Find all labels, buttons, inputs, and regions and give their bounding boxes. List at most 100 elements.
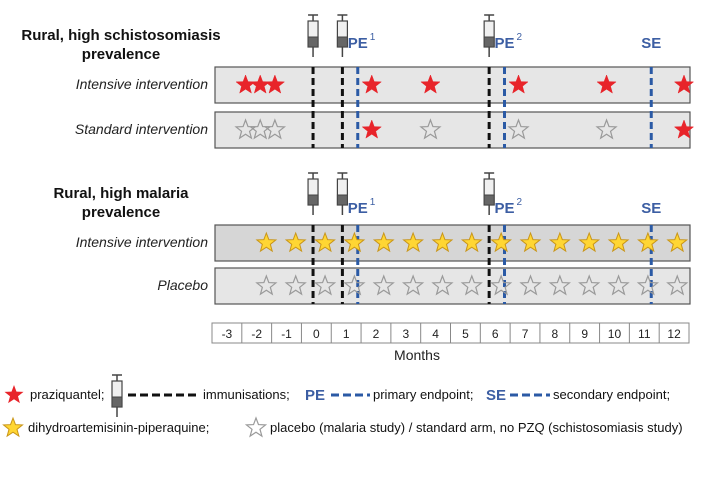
axis-tick-label: 4 (432, 327, 439, 341)
legend-dp-label: dihydroartemisinin-piperaquine; (28, 420, 209, 435)
axis-tick-label: 1 (343, 327, 350, 341)
placebo-star-icon (343, 274, 366, 296)
legend-yellow-star (2, 416, 24, 438)
placebo-star-icon (507, 118, 530, 140)
placebo-star-icon (419, 118, 442, 140)
placebo-star-icon (636, 274, 660, 296)
dp-star-icon (490, 231, 513, 253)
axis-tick-label: 10 (608, 327, 622, 341)
pe2-label: PE (494, 200, 514, 217)
placebo-star-icon (313, 274, 337, 296)
placebo-star-icon (263, 118, 287, 140)
placebo-star-icon (578, 274, 601, 296)
placebo-star-icon (666, 274, 689, 296)
placebo-star-icon (607, 274, 630, 296)
legend-placebo: placebo (malaria study) / standard arm, … (244, 416, 683, 438)
axis-tick-label: 8 (552, 327, 559, 341)
dp-star-icon (519, 231, 542, 253)
placebo-star-icon (401, 274, 425, 296)
dp-star-icon (343, 231, 366, 253)
placebo-star-icon (431, 274, 454, 296)
praziquantel-star-icon (673, 74, 695, 94)
praziquantel-star-icon (508, 74, 529, 94)
placebo-star-icon (548, 274, 571, 296)
pe1-label: PE (348, 35, 368, 52)
pe1-label-sup: 1 (370, 197, 376, 208)
axis-tick-label: -1 (281, 327, 292, 341)
group2-row1-label: Intensive intervention (76, 234, 209, 250)
praziquantel-star-icon (673, 119, 695, 139)
axis-tick-label: 5 (462, 327, 469, 341)
placebo-star-icon (372, 274, 395, 296)
axis-tick-label: 6 (492, 327, 499, 341)
axis-label: Months (394, 347, 440, 363)
placebo-star-icon (284, 274, 307, 296)
dp-star-icon (255, 231, 278, 253)
axis-tick-label: 12 (667, 327, 681, 341)
pe2-label-sup: 2 (517, 197, 523, 208)
group1-row2-bar (214, 111, 691, 149)
placebo-star-icon (255, 274, 278, 296)
group1-row1-bar (214, 66, 691, 104)
legend-immunisations-label: immunisations; (203, 387, 290, 402)
syringe-icon (336, 14, 348, 57)
legend-grey-star-icon (244, 416, 268, 438)
placebo-star-icon (490, 274, 513, 296)
legend-syringe-icon (111, 374, 123, 417)
axis-tick-label: 11 (638, 327, 651, 341)
se-label: SE (641, 35, 661, 52)
dp-star-icon (637, 231, 659, 253)
axis-tick-label: 9 (581, 327, 588, 341)
pe1-label-sup: 1 (370, 32, 376, 43)
legend-primary-label: primary endpoint; (373, 387, 473, 402)
legend-immunisations: immunisations; (111, 374, 290, 417)
group1-row1-label: Intensive intervention (76, 76, 209, 92)
dp-star-icon (402, 231, 424, 253)
group1-title-line2: prevalence (82, 46, 160, 63)
pe1-label: PE (348, 200, 368, 217)
praziquantel-star-icon (361, 119, 382, 139)
praziquantel-star-icon (264, 74, 286, 94)
legend-se-abbrev: SE (486, 387, 506, 404)
se-label: SE (641, 200, 661, 217)
placebo-star-icon (460, 274, 483, 296)
axis-tick-label: 2 (373, 327, 380, 341)
group2-row2-label: Placebo (157, 277, 208, 293)
group2-title-line1: Rural, high malaria (53, 185, 189, 202)
axis-tick-label: 3 (402, 327, 409, 341)
group2-row2-bar (214, 267, 691, 305)
dp-star-icon (460, 231, 483, 253)
pe2-label: PE (494, 35, 514, 52)
legend-praziquantel: praziquantel; (4, 385, 104, 404)
legend-secondary-endpoint: SE secondary endpoint; (486, 387, 670, 404)
group2-title-line2: prevalence (82, 204, 160, 221)
dp-star-icon (372, 231, 395, 253)
legend-red-star-icon (4, 385, 24, 404)
legend-praziquantel-label: praziquantel; (30, 387, 104, 402)
dp-star-icon (314, 231, 336, 253)
praziquantel-star-icon (420, 74, 441, 94)
dp-star-icon (284, 231, 307, 253)
syringe-icon (307, 172, 319, 215)
syringe-icon (483, 172, 495, 215)
legend-secondary-label: secondary endpoint; (553, 387, 670, 402)
axis-tick-label: -2 (251, 327, 262, 341)
legend-primary-endpoint: PE primary endpoint; (305, 387, 473, 404)
praziquantel-star-icon (596, 74, 617, 94)
syringe-icon (483, 14, 495, 57)
syringe-icon (336, 172, 348, 215)
dosing-stars (234, 74, 695, 296)
group1-row2-label: Standard intervention (75, 121, 208, 137)
dp-star-icon (607, 231, 630, 253)
dp-star-icon (578, 231, 601, 253)
syringes (307, 14, 495, 215)
legend-placebo-label: placebo (malaria study) / standard arm, … (270, 420, 683, 435)
axis-tick-label: -3 (222, 327, 233, 341)
axis-tick-label: 7 (522, 327, 529, 341)
praziquantel-star-icon (361, 74, 382, 94)
legend-grey-star (244, 416, 268, 438)
group1-title-line1: Rural, high schistosomiasis (21, 27, 220, 44)
